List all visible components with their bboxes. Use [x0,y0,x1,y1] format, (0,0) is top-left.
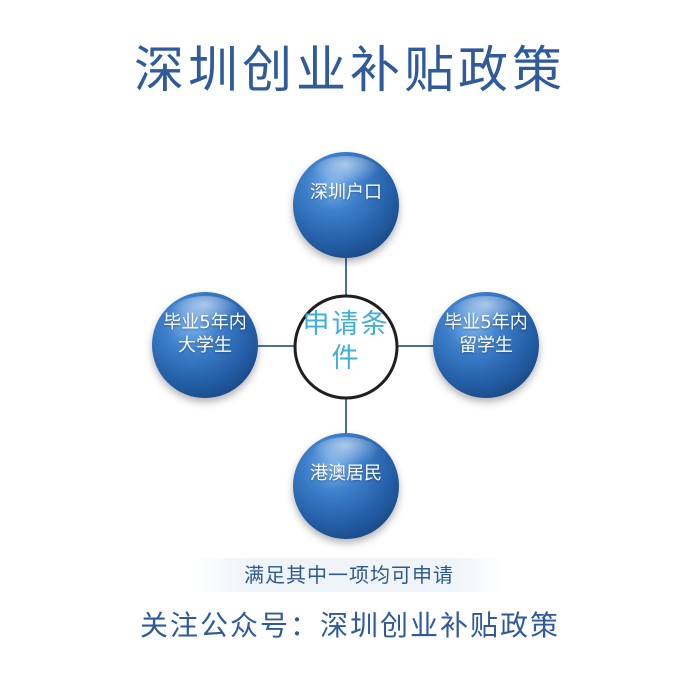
node-top [293,152,399,258]
node-left-label: 毕业5年内大学生 [163,312,247,356]
note-background [190,558,508,592]
node-left [152,292,258,398]
node-bottom-label: 港澳居民 [310,463,382,484]
page-title: 深圳创业补贴政策 [134,41,566,99]
apply-note: 满足其中一项均可申请 [244,563,454,587]
follow-account-text: 关注公众号：深圳创业补贴政策 [139,609,560,642]
node-right-label: 毕业5年内留学生 [444,312,528,356]
center-label: 申请条件 [302,309,390,374]
node-bottom [293,433,399,539]
node-right [433,292,539,398]
center-circle [293,294,399,400]
node-top-label: 深圳户口 [310,182,382,203]
